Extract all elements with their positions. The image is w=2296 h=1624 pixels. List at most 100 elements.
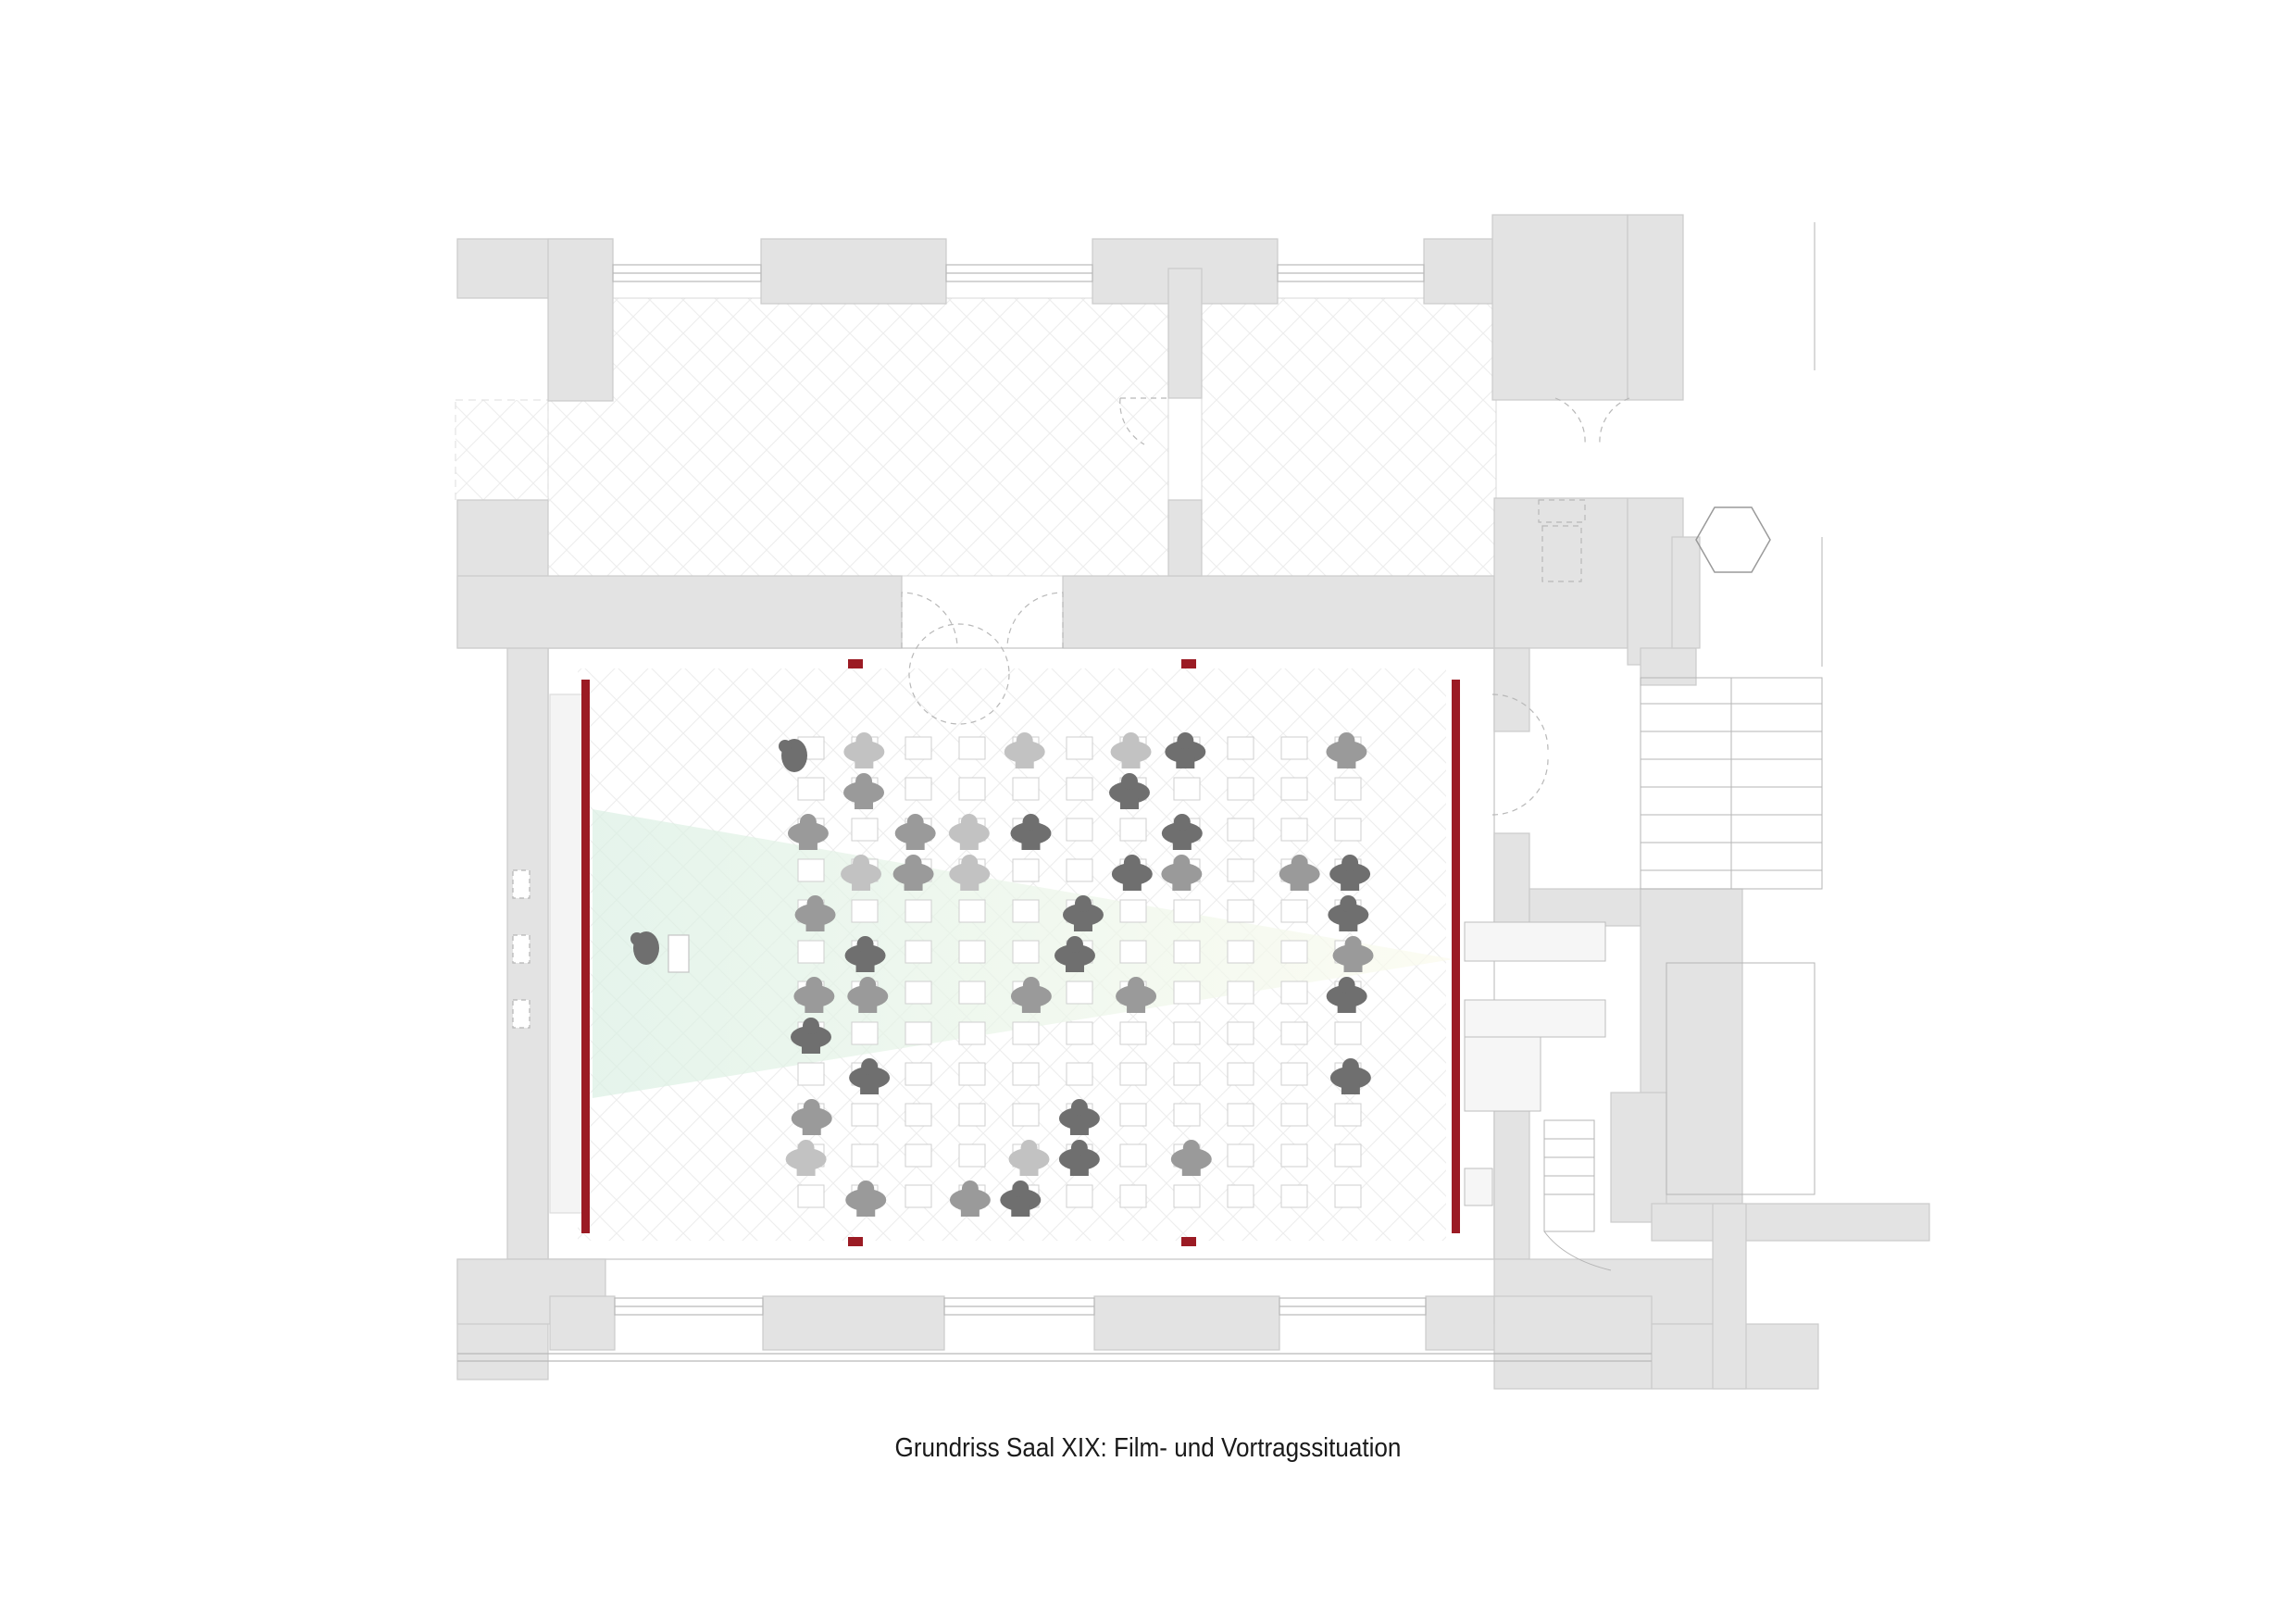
chair-icon (905, 1062, 932, 1086)
chair-icon (851, 899, 879, 923)
person-figure-icon (1161, 814, 1203, 850)
chair-icon (1173, 1103, 1201, 1127)
chair-icon (1119, 818, 1147, 842)
chair-icon (1119, 1184, 1147, 1208)
chair-icon (1227, 1062, 1254, 1086)
person-figure-icon (1329, 855, 1371, 891)
chair-icon (1280, 736, 1308, 760)
chair-icon (1227, 818, 1254, 842)
person-figure-icon (1108, 773, 1150, 809)
person-figure-icon (1116, 977, 1157, 1013)
person-figure-icon (1010, 814, 1052, 850)
chair-icon (1012, 777, 1040, 801)
chair-icon (1280, 1062, 1308, 1086)
person-figure-icon (892, 855, 934, 891)
person-figure-icon (1058, 1140, 1100, 1176)
left-corridor (455, 399, 549, 501)
person-figure-icon (1170, 1140, 1212, 1176)
chair-icon (1334, 818, 1362, 842)
person-figure-icon (1329, 1058, 1371, 1094)
chair-icon (1066, 1062, 1093, 1086)
person-figure-icon (844, 936, 886, 972)
chair-icon (1334, 777, 1362, 801)
chair-icon (851, 1103, 879, 1127)
chair-icon (905, 777, 932, 801)
chair-icon (1227, 858, 1254, 882)
upper-room-left (547, 297, 1169, 577)
person-figure-icon (1111, 855, 1153, 891)
person-figure-icon (1161, 855, 1203, 891)
chair-icon (797, 940, 825, 964)
person-figure-icon (785, 1140, 827, 1176)
chair-icon (797, 777, 825, 801)
person-figure-icon (1110, 732, 1152, 768)
person-figure-icon (1326, 732, 1367, 768)
chair-icon (1119, 1021, 1147, 1045)
person-figure-icon (949, 855, 991, 891)
person-figure-icon (793, 977, 835, 1013)
chair-icon (958, 1021, 986, 1045)
person-figure-icon (1004, 732, 1045, 768)
chair-icon (1227, 899, 1254, 923)
chair-icon (1227, 1184, 1254, 1208)
chair-icon (1066, 736, 1093, 760)
chair-icon (1119, 1062, 1147, 1086)
chair-icon (1173, 940, 1201, 964)
chair-icon (1227, 736, 1254, 760)
person-figure-icon (1326, 977, 1367, 1013)
chair-icon (1012, 899, 1040, 923)
chair-icon (1066, 1021, 1093, 1045)
chair-icon (1012, 1062, 1040, 1086)
chair-icon (1173, 1021, 1201, 1045)
chair-icon (958, 981, 986, 1005)
chair-icon (905, 1103, 932, 1127)
caption: Grundriss Saal XIX: Film- und Vortragssi… (894, 1433, 1402, 1463)
chair-icon (1066, 1184, 1093, 1208)
chair-icon (958, 1143, 986, 1168)
person-figure-icon (1332, 936, 1374, 972)
chair-icon (1173, 1062, 1201, 1086)
person-figure-icon (787, 814, 829, 850)
chair-icon (797, 1062, 825, 1086)
chair-icon (851, 818, 879, 842)
chair-icon (1227, 1143, 1254, 1168)
chair-icon (1280, 1021, 1308, 1045)
person-figure-icon (894, 814, 936, 850)
chair-icon (1066, 858, 1093, 882)
chair-icon (1012, 1021, 1040, 1045)
service-room (1464, 921, 1606, 1206)
chair-icon (797, 858, 825, 882)
staircase-icon (1543, 222, 1823, 1271)
chair-icon (1012, 858, 1040, 882)
chair-icon (1280, 818, 1308, 842)
screen-right (1452, 680, 1460, 1233)
person-figure-icon (630, 931, 659, 965)
chair-icon (1119, 899, 1147, 923)
screens (581, 659, 1460, 1246)
chair-icon (797, 1184, 825, 1208)
screen-left (581, 680, 590, 1233)
marker-bottom-right (1181, 1237, 1196, 1246)
marker-top-left (848, 659, 863, 668)
person-figure-icon (1165, 732, 1206, 768)
chair-icon (1280, 1103, 1308, 1127)
chair-icon (1280, 777, 1308, 801)
chair-icon (958, 899, 986, 923)
person-figure-icon (794, 895, 836, 931)
marker-bottom-left (848, 1237, 863, 1246)
person-figure-icon (849, 1058, 891, 1094)
audience (630, 732, 1374, 1217)
chair-icon (905, 1143, 932, 1168)
person-figure-icon (1054, 936, 1095, 972)
upper-room-right (1201, 297, 1497, 577)
chair-icon (1012, 1103, 1040, 1127)
lectern (668, 934, 690, 973)
chair-icon (958, 940, 986, 964)
chair-icon (1334, 1021, 1362, 1045)
person-figure-icon (948, 814, 990, 850)
chair-icon (1227, 981, 1254, 1005)
chair-icon (1227, 940, 1254, 964)
person-figure-icon (1279, 855, 1320, 891)
person-figure-icon (843, 773, 885, 809)
